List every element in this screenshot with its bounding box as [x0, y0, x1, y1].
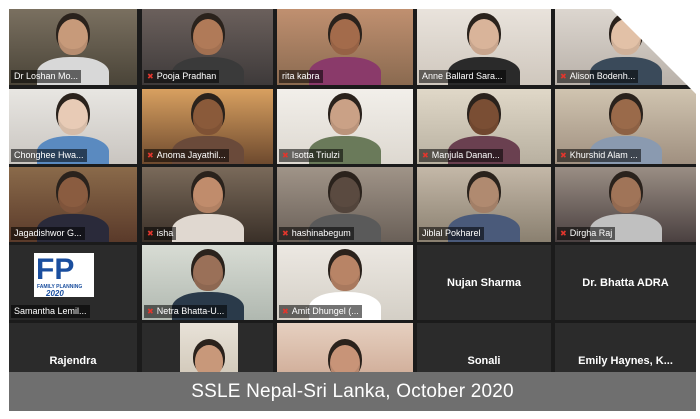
mic-muted-icon: ✖: [147, 307, 154, 316]
mic-muted-icon: ✖: [560, 151, 567, 160]
person-head: [192, 19, 223, 55]
mic-muted-icon: ✖: [147, 229, 154, 238]
mic-muted-icon: ✖: [282, 307, 289, 316]
person-head: [192, 177, 223, 213]
person-head: [58, 177, 88, 213]
person-head: [192, 255, 223, 291]
person-head: [330, 19, 360, 55]
participant-tile[interactable]: rita kabra: [277, 9, 413, 85]
participant-tile[interactable]: ✖Amit Dhungel (...: [277, 245, 413, 320]
participant-nameplate: rita kabra: [279, 70, 323, 83]
participant-nameplate: ✖Pooja Pradhan: [144, 70, 220, 83]
mic-muted-icon: ✖: [282, 229, 289, 238]
mic-muted-icon: ✖: [560, 72, 567, 81]
participant-nameplate: ✖Khurshid Alam ...: [557, 149, 641, 162]
participant-nameplate: Chonghee Hwa...: [11, 149, 87, 162]
logo-letters: FP: [36, 253, 75, 286]
participant-nameplate: ✖Manjula Danan...: [419, 149, 503, 162]
participant-name: Alison Bodenh...: [569, 71, 636, 81]
participant-tile[interactable]: Chonghee Hwa...: [9, 89, 137, 164]
caption: SSLE Nepal-Sri Lanka, October 2020: [9, 372, 696, 411]
participant-name: Anoma Jayathil...: [156, 150, 226, 160]
participant-name: Isotta Triulzi: [291, 150, 340, 160]
participant-name: Jiblal Pokharel: [422, 228, 481, 238]
participant-tile[interactable]: ✖Isotta Triulzi: [277, 89, 413, 164]
mic-muted-icon: ✖: [560, 229, 567, 238]
participant-tile[interactable]: Nujan Sharma: [417, 245, 551, 320]
participant-nameplate: Jiblal Pokharel: [419, 227, 484, 240]
person-head: [469, 99, 499, 135]
person-head: [610, 177, 641, 213]
person-head: [330, 177, 360, 213]
mic-muted-icon: ✖: [147, 151, 154, 160]
participant-nameplate: Anne Ballard Sara...: [419, 70, 506, 83]
participant-tile[interactable]: ✖Dirgha Raj: [555, 167, 696, 242]
participant-nameplate: ✖Isotta Triulzi: [279, 149, 343, 162]
logo-year: 2020: [46, 289, 64, 298]
person-head: [469, 19, 499, 55]
participant-name-center: Dr. Bhatta ADRA: [582, 276, 669, 289]
participant-nameplate: ✖isha: [144, 227, 177, 240]
person-head: [192, 99, 223, 135]
participant-tile[interactable]: Dr. Bhatta ADRA: [555, 245, 696, 320]
participant-name: hashinabegum: [291, 228, 351, 238]
mic-muted-icon: ✖: [282, 151, 289, 160]
participant-name: rita kabra: [282, 71, 320, 81]
participant-tile[interactable]: ✖isha: [142, 167, 273, 242]
participant-nameplate: ✖Amit Dhungel (...: [279, 305, 362, 318]
person-head: [195, 345, 223, 377]
participant-name: Chonghee Hwa...: [14, 150, 84, 160]
participant-tile[interactable]: Dr Loshan Mo...: [9, 9, 137, 85]
participant-name: Manjula Danan...: [431, 150, 500, 160]
participant-nameplate: ✖Dirgha Raj: [557, 227, 616, 240]
participant-name: Khurshid Alam ...: [569, 150, 638, 160]
person-head: [330, 255, 360, 291]
participant-name-center: Sonali: [467, 354, 501, 367]
participant-tile[interactable]: Jagadishwor G...: [9, 167, 137, 242]
participant-nameplate: ✖Netra Bhatta-U...: [144, 305, 228, 318]
participant-nameplate: Dr Loshan Mo...: [11, 70, 82, 83]
page-curl: [611, 9, 696, 94]
participant-tile[interactable]: ✖Anoma Jayathil...: [142, 89, 273, 164]
person-head: [469, 177, 499, 213]
participant-tile[interactable]: ✖Khurshid Alam ...: [555, 89, 696, 164]
participant-nameplate: Samantha Lemil...: [11, 305, 90, 318]
participant-name: Dr Loshan Mo...: [14, 71, 79, 81]
participant-name: Pooja Pradhan: [156, 71, 217, 81]
participant-name-center: Emily Haynes, K...: [578, 354, 673, 367]
person-silhouette: [171, 214, 244, 242]
participant-tile[interactable]: Jiblal Pokharel: [417, 167, 551, 242]
mic-muted-icon: ✖: [147, 72, 154, 81]
participant-tile[interactable]: ✖Manjula Danan...: [417, 89, 551, 164]
participant-name: Netra Bhatta-U...: [156, 306, 225, 316]
participant-tile[interactable]: ✖Netra Bhatta-U...: [142, 245, 273, 320]
participant-nameplate: ✖hashinabegum: [279, 227, 354, 240]
person-head: [330, 99, 360, 135]
person-head: [58, 99, 88, 135]
mic-muted-icon: ✖: [422, 151, 429, 160]
participant-name: Samantha Lemil...: [14, 306, 87, 316]
participant-name: isha: [156, 228, 174, 238]
participant-tile[interactable]: Anne Ballard Sara...: [417, 9, 551, 85]
person-head: [58, 19, 88, 55]
participant-nameplate: Jagadishwor G...: [11, 227, 85, 240]
participant-name: Amit Dhungel (...: [291, 306, 359, 316]
person-head: [610, 99, 641, 135]
participant-tile[interactable]: ✖hashinabegum: [277, 167, 413, 242]
participant-name-center: Nujan Sharma: [447, 276, 521, 289]
participant-nameplate: ✖Anoma Jayathil...: [144, 149, 229, 162]
participant-name: Anne Ballard Sara...: [422, 71, 503, 81]
logo-subtitle: FAMILY PLANNING: [37, 284, 83, 290]
participant-name: Jagadishwor G...: [14, 228, 82, 238]
participant-name: Dirgha Raj: [569, 228, 613, 238]
participant-tile[interactable]: ✖Pooja Pradhan: [142, 9, 273, 85]
participant-name-center: Rajendra: [49, 354, 97, 367]
